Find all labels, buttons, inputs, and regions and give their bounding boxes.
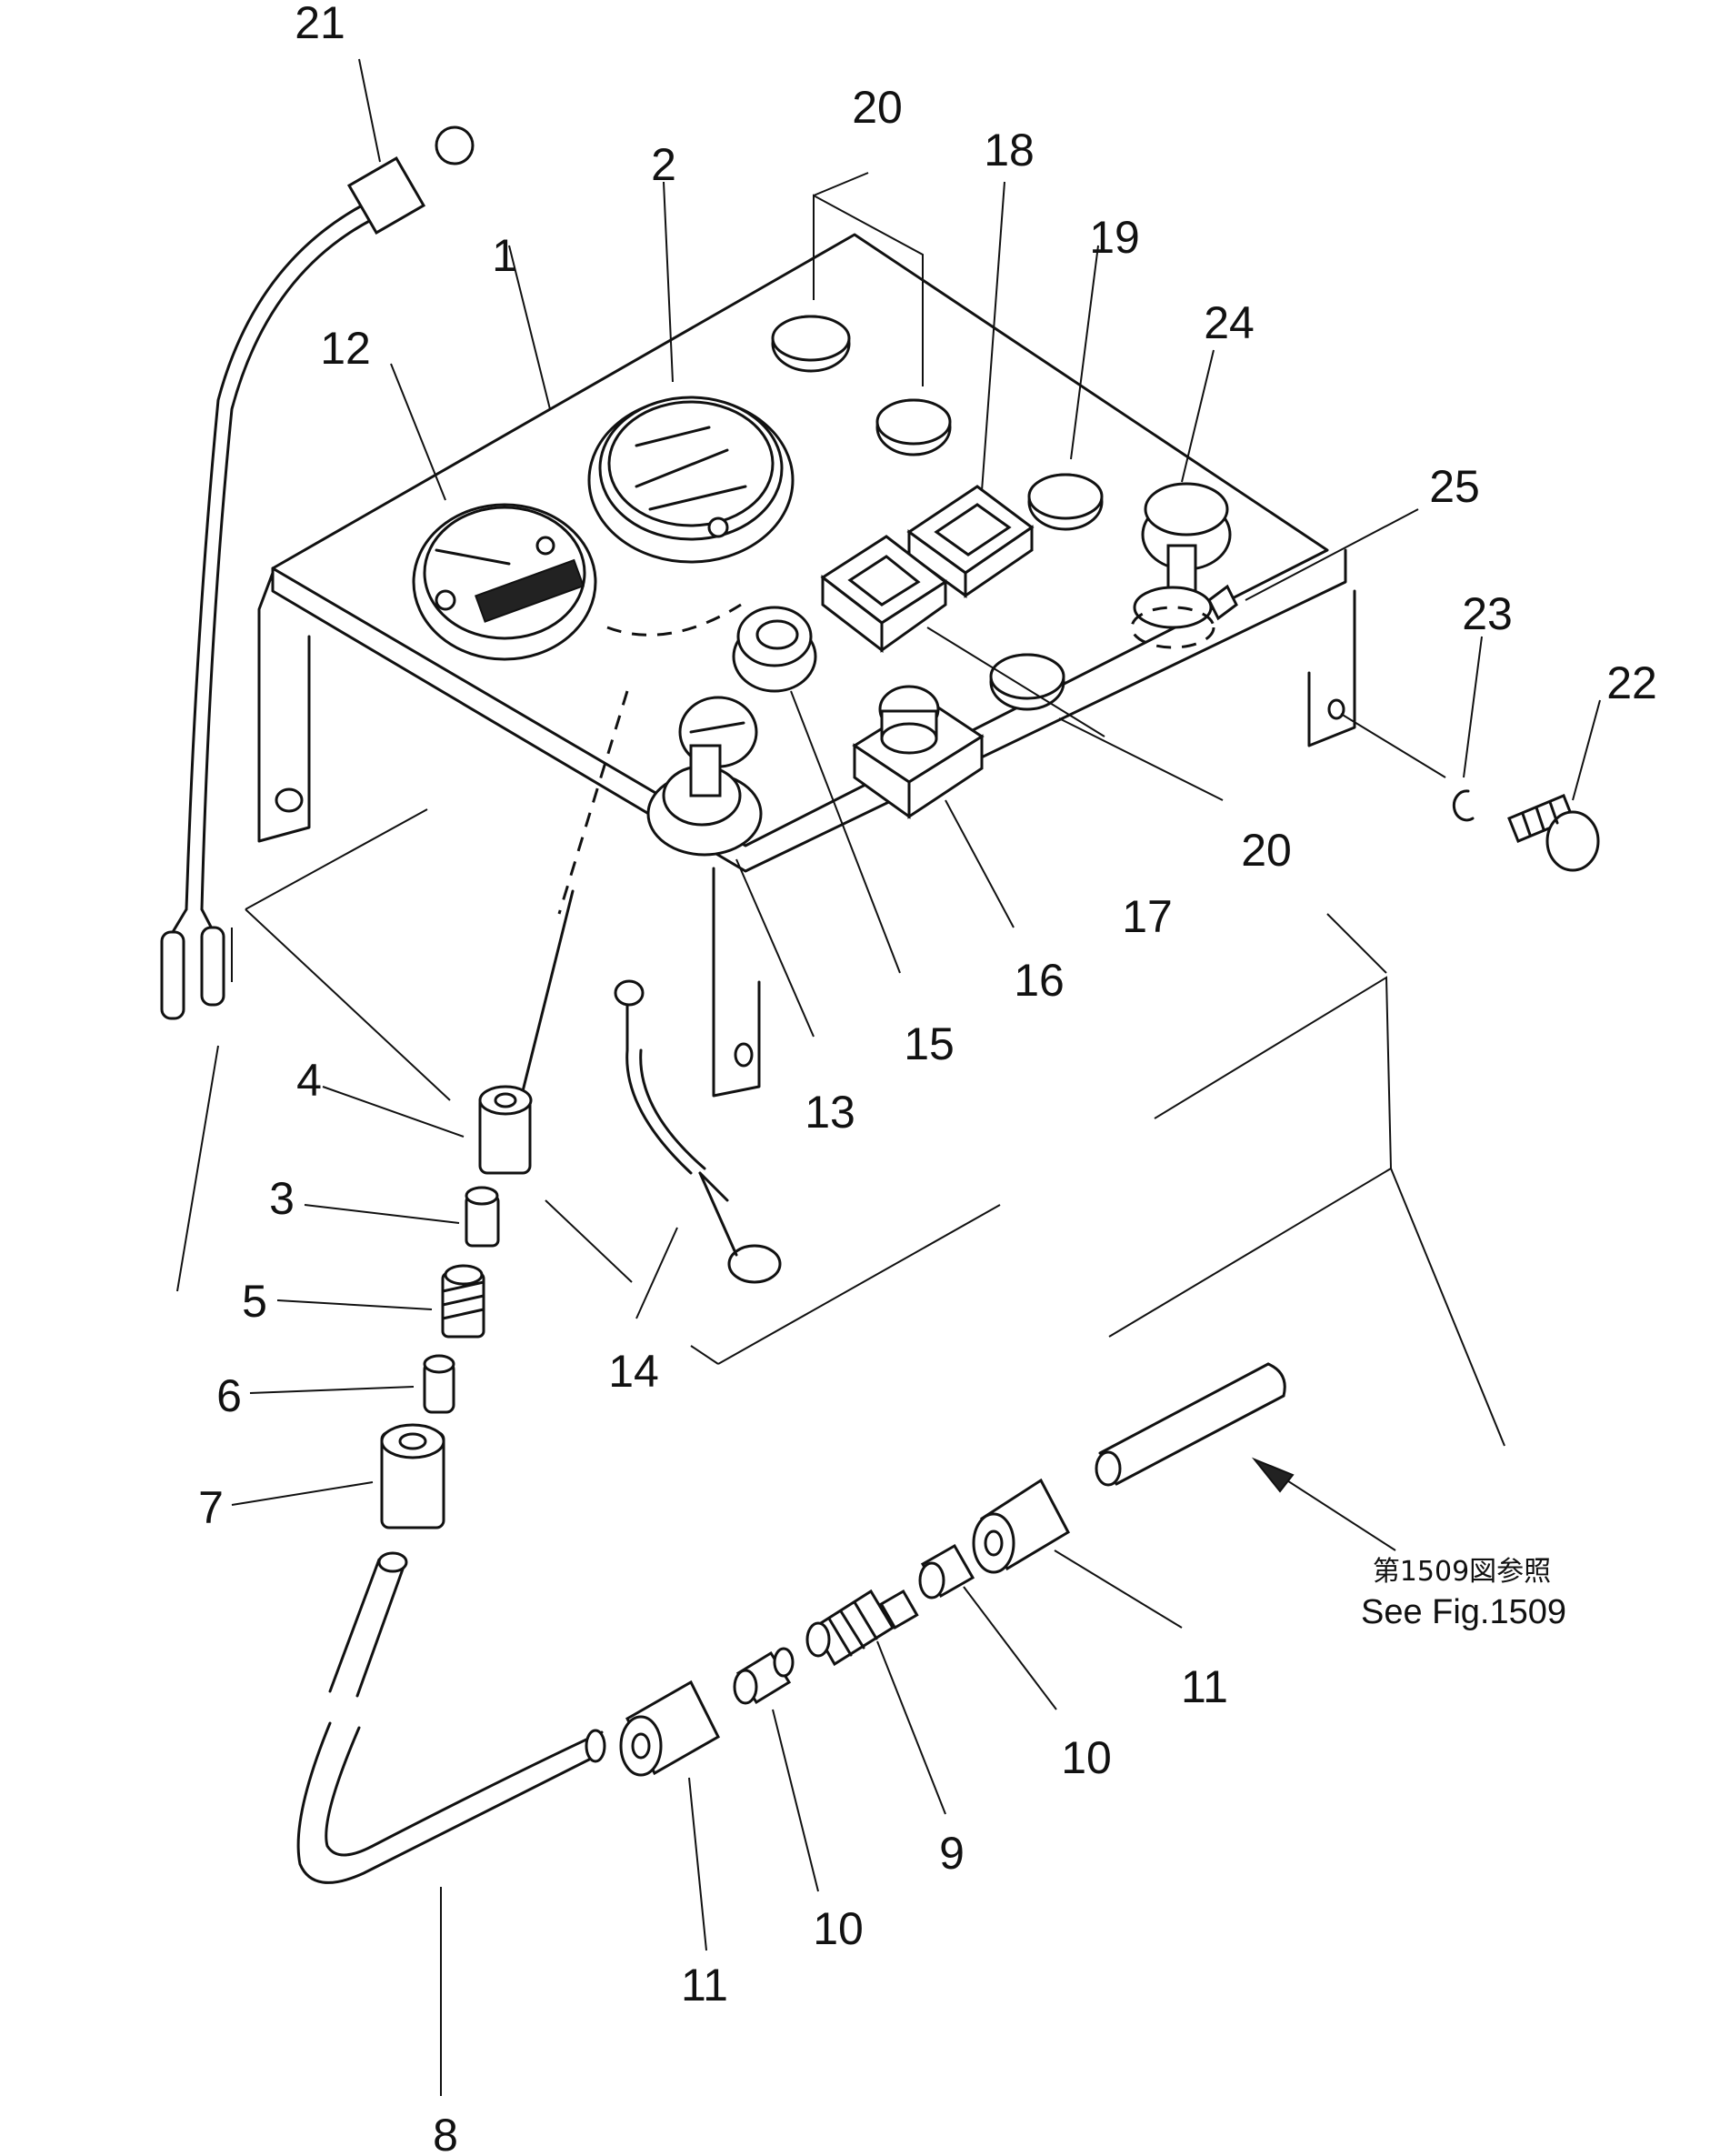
callout-1: 1	[492, 230, 517, 281]
callout-17: 17	[1122, 891, 1173, 942]
plug-buttons	[771, 315, 1104, 711]
callout-5: 5	[242, 1276, 267, 1327]
lever-24	[1130, 482, 1238, 649]
callout-15: 15	[904, 1018, 955, 1069]
clip-23	[1452, 789, 1475, 822]
callout-2: 2	[651, 139, 676, 190]
callout-20b: 20	[1241, 825, 1292, 876]
switch-16	[852, 685, 985, 819]
callout-19: 19	[1089, 212, 1140, 263]
fitting-11a	[619, 1680, 720, 1777]
callout-25: 25	[1429, 461, 1480, 512]
callout-23: 23	[1462, 588, 1513, 639]
callout-8: 8	[433, 2110, 458, 2156]
reference-note: 第1509図参照 See Fig.1509	[1361, 1556, 1566, 1631]
callout-14: 14	[608, 1346, 659, 1397]
gauge-2	[521, 396, 795, 1093]
fitting-6	[423, 1354, 455, 1414]
callout-11a: 11	[681, 1960, 728, 2011]
callout-20a: 20	[852, 82, 903, 133]
hose-8	[296, 1551, 606, 1884]
ground-wire-14	[614, 979, 782, 1284]
callout-18: 18	[984, 125, 1035, 175]
reference-note-jp: 第1509図参照	[1373, 1556, 1551, 1588]
panel-bracket	[257, 233, 1356, 1098]
callout-11b: 11	[1181, 1661, 1228, 1712]
gauge-12	[412, 503, 597, 661]
callout-16: 16	[1014, 955, 1065, 1006]
fitting-11b	[972, 1478, 1070, 1574]
screw-22	[1507, 794, 1600, 872]
callout-12: 12	[320, 323, 371, 374]
callout-10a: 10	[813, 1903, 864, 1954]
callout-4: 4	[296, 1055, 322, 1106]
fitting-4	[478, 1085, 533, 1175]
callout-24: 24	[1204, 297, 1255, 348]
leader-lines	[231, 58, 1601, 2096]
fitting-10a	[733, 1647, 795, 1705]
reference-note-en: See Fig.1509	[1361, 1593, 1566, 1631]
switch-9	[805, 1589, 919, 1667]
callout-6: 6	[216, 1370, 242, 1421]
callout-10b: 10	[1061, 1732, 1112, 1783]
fitting-10b	[918, 1543, 975, 1599]
fitting-5	[441, 1264, 485, 1339]
switch-17	[820, 535, 948, 654]
key-switch-13	[646, 696, 763, 857]
pipe	[1095, 1362, 1286, 1487]
callout-9: 9	[939, 1828, 965, 1879]
fitting-7	[380, 1423, 445, 1529]
console-box-outline	[176, 808, 1505, 1447]
callout-labels: 21 2 1 12 20 18 19 24 25 23 22 20 17 16 …	[198, 0, 1657, 2156]
callout-7: 7	[198, 1482, 224, 1533]
lamp-15	[732, 606, 817, 693]
fitting-3	[465, 1186, 500, 1248]
cable-21	[160, 125, 475, 1020]
callout-13: 13	[805, 1087, 855, 1138]
callout-21: 21	[295, 0, 345, 48]
callout-22: 22	[1606, 657, 1657, 708]
switch-18	[906, 485, 1035, 598]
callout-3: 3	[269, 1173, 295, 1224]
